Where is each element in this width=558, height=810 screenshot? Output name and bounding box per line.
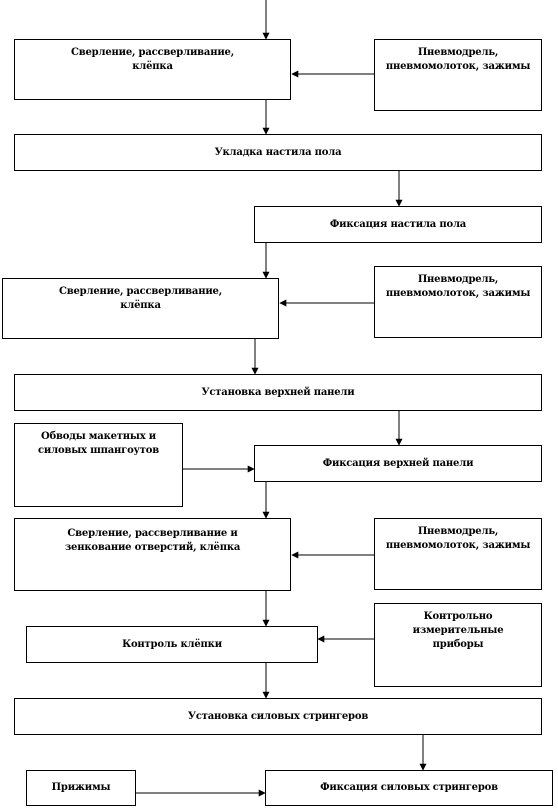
stringer-install-box: Установка силовых стрингеров (14, 698, 542, 735)
drill1-box: Сверление, рассверливание, клёпка (14, 39, 291, 100)
floor-lay-box: Укладка настила пола (14, 134, 542, 171)
upper-install-box: Установка верхней панели (14, 374, 542, 411)
contours-label: Обводы макетных и силовых шпангоутов (38, 431, 159, 456)
tools1-label: Пневмодрель, пневмомолоток, зажимы (385, 47, 531, 72)
tools3-box: Пневмодрель, пневмомолоток, зажимы (374, 518, 542, 590)
tools1-box: Пневмодрель, пневмомолоток, зажимы (374, 39, 542, 111)
stringer-fix-box: Фиксация силовых стрингеров (265, 770, 553, 806)
drill1-label: Сверление, рассверливание, клёпка (71, 47, 234, 72)
drill3-label: Сверление, рассверливание и зенкование о… (64, 528, 241, 553)
instruments-label: Контрольно измерительные приборы (412, 611, 504, 650)
tools2-label: Пневмодрель, пневмомолоток, зажимы (385, 274, 531, 299)
rivet-control-box: Контроль клёпки (26, 626, 318, 663)
tools3-label: Пневмодрель, пневмомолоток, зажимы (385, 526, 531, 551)
rivet-control-label: Контроль клёпки (122, 638, 222, 650)
clamps-box: Прижимы (26, 770, 136, 806)
upper-fix-label: Фиксация верхней панели (322, 457, 474, 469)
tools2-box: Пневмодрель, пневмомолоток, зажимы (374, 266, 542, 338)
upper-fix-box: Фиксация верхней панели (254, 445, 542, 482)
floor-lay-label: Укладка настила пола (214, 146, 342, 158)
floor-fix-label: Фиксация настила пола (329, 218, 467, 230)
drill2-box: Сверление, рассверливание, клёпка (2, 278, 279, 339)
stringer-fix-label: Фиксация силовых стрингеров (320, 782, 498, 793)
stringer-install-label: Установка силовых стрингеров (187, 710, 369, 722)
drill2-label: Сверление, рассверливание, клёпка (59, 286, 222, 311)
floor-fix-box: Фиксация настила пола (254, 206, 542, 243)
contours-box: Обводы макетных и силовых шпангоутов (14, 423, 183, 507)
drill3-box: Сверление, рассверливание и зенкование о… (14, 518, 291, 591)
clamps-label: Прижимы (51, 782, 111, 793)
instruments-box: Контрольно измерительные приборы (374, 603, 542, 687)
upper-install-label: Установка верхней панели (201, 386, 355, 398)
